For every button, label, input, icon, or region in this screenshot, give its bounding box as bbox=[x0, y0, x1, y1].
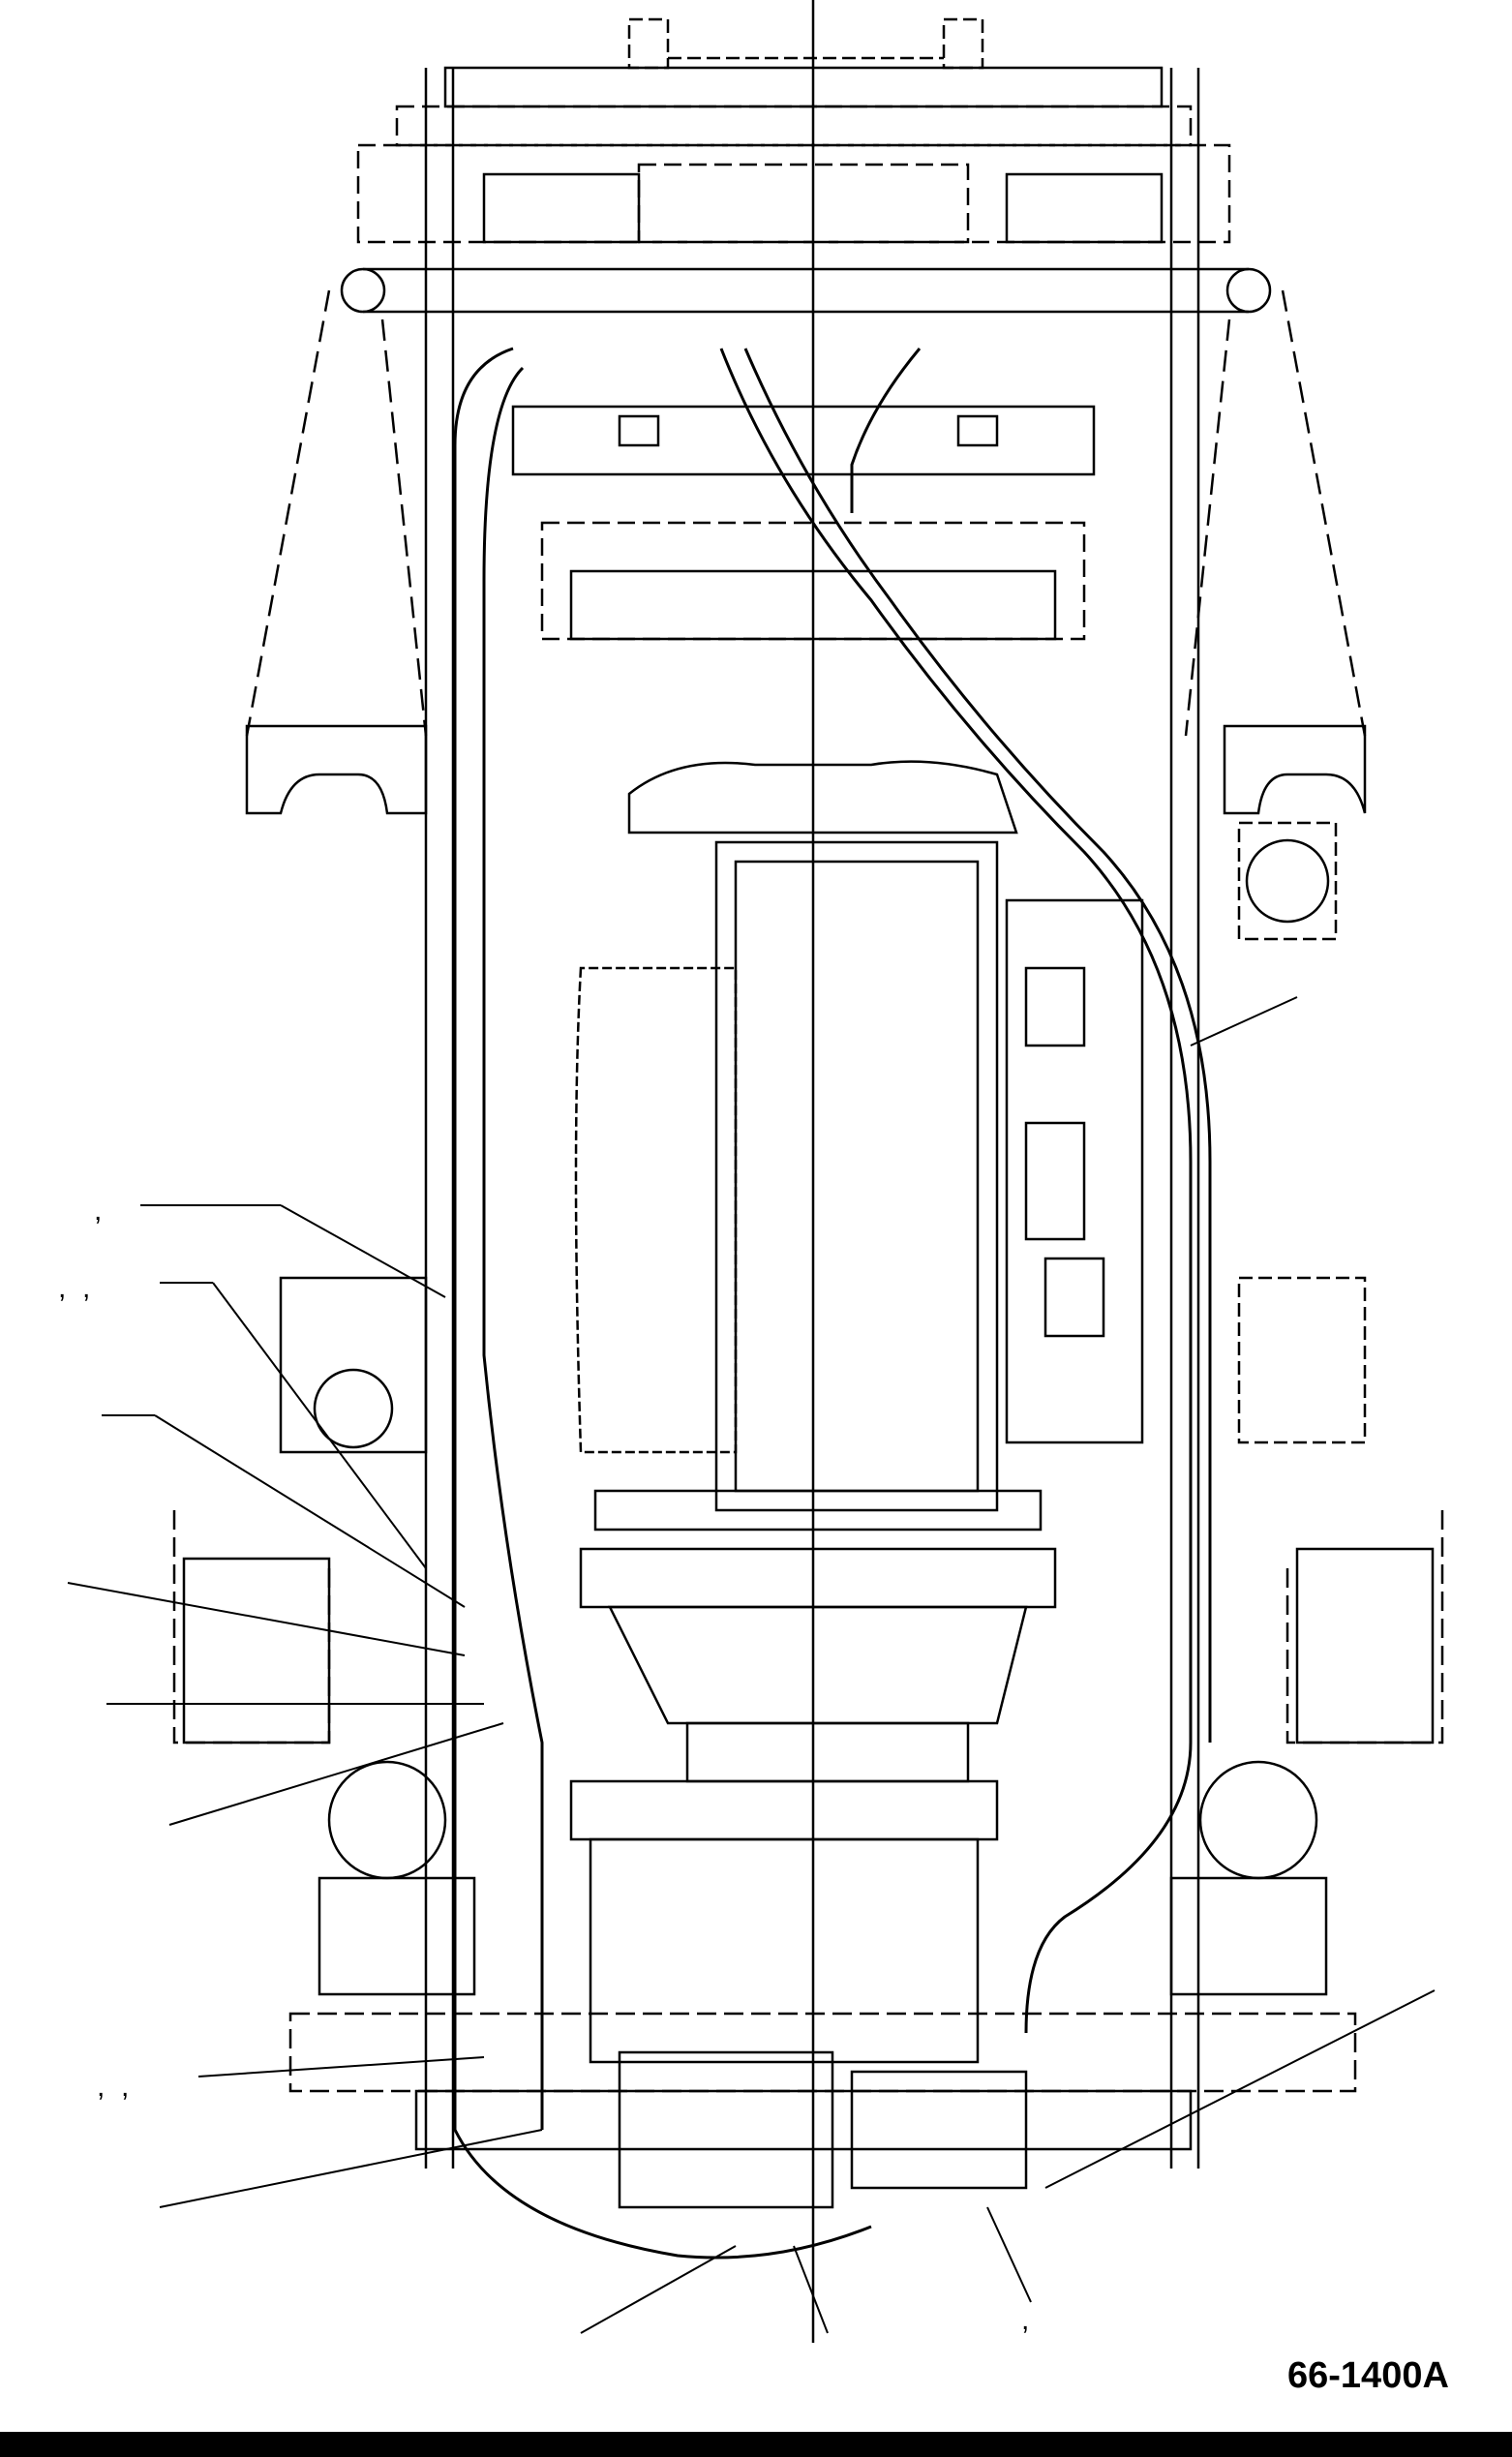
figure-id-label: 66-1400A bbox=[1287, 2355, 1449, 2396]
top-mast-structure bbox=[356, 17, 1231, 244]
leader-lines bbox=[67, 996, 1436, 2334]
crossmembers bbox=[511, 405, 1096, 641]
cross-bar bbox=[245, 267, 1367, 737]
mid-brackets bbox=[172, 821, 1444, 1744]
callout-label: , , bbox=[58, 1272, 91, 1304]
bottom-border-bar bbox=[0, 2432, 1512, 2457]
engine-block bbox=[574, 760, 1144, 1512]
callout-label: , bbox=[94, 1195, 103, 1227]
transmission-housing bbox=[579, 1489, 1057, 1783]
upper-brackets bbox=[245, 724, 1367, 815]
callout-label: , , bbox=[97, 2071, 130, 2103]
hoses bbox=[453, 347, 1212, 2260]
rear-axle-assembly bbox=[288, 1760, 1357, 2209]
callout-label: , bbox=[1021, 2304, 1030, 2336]
